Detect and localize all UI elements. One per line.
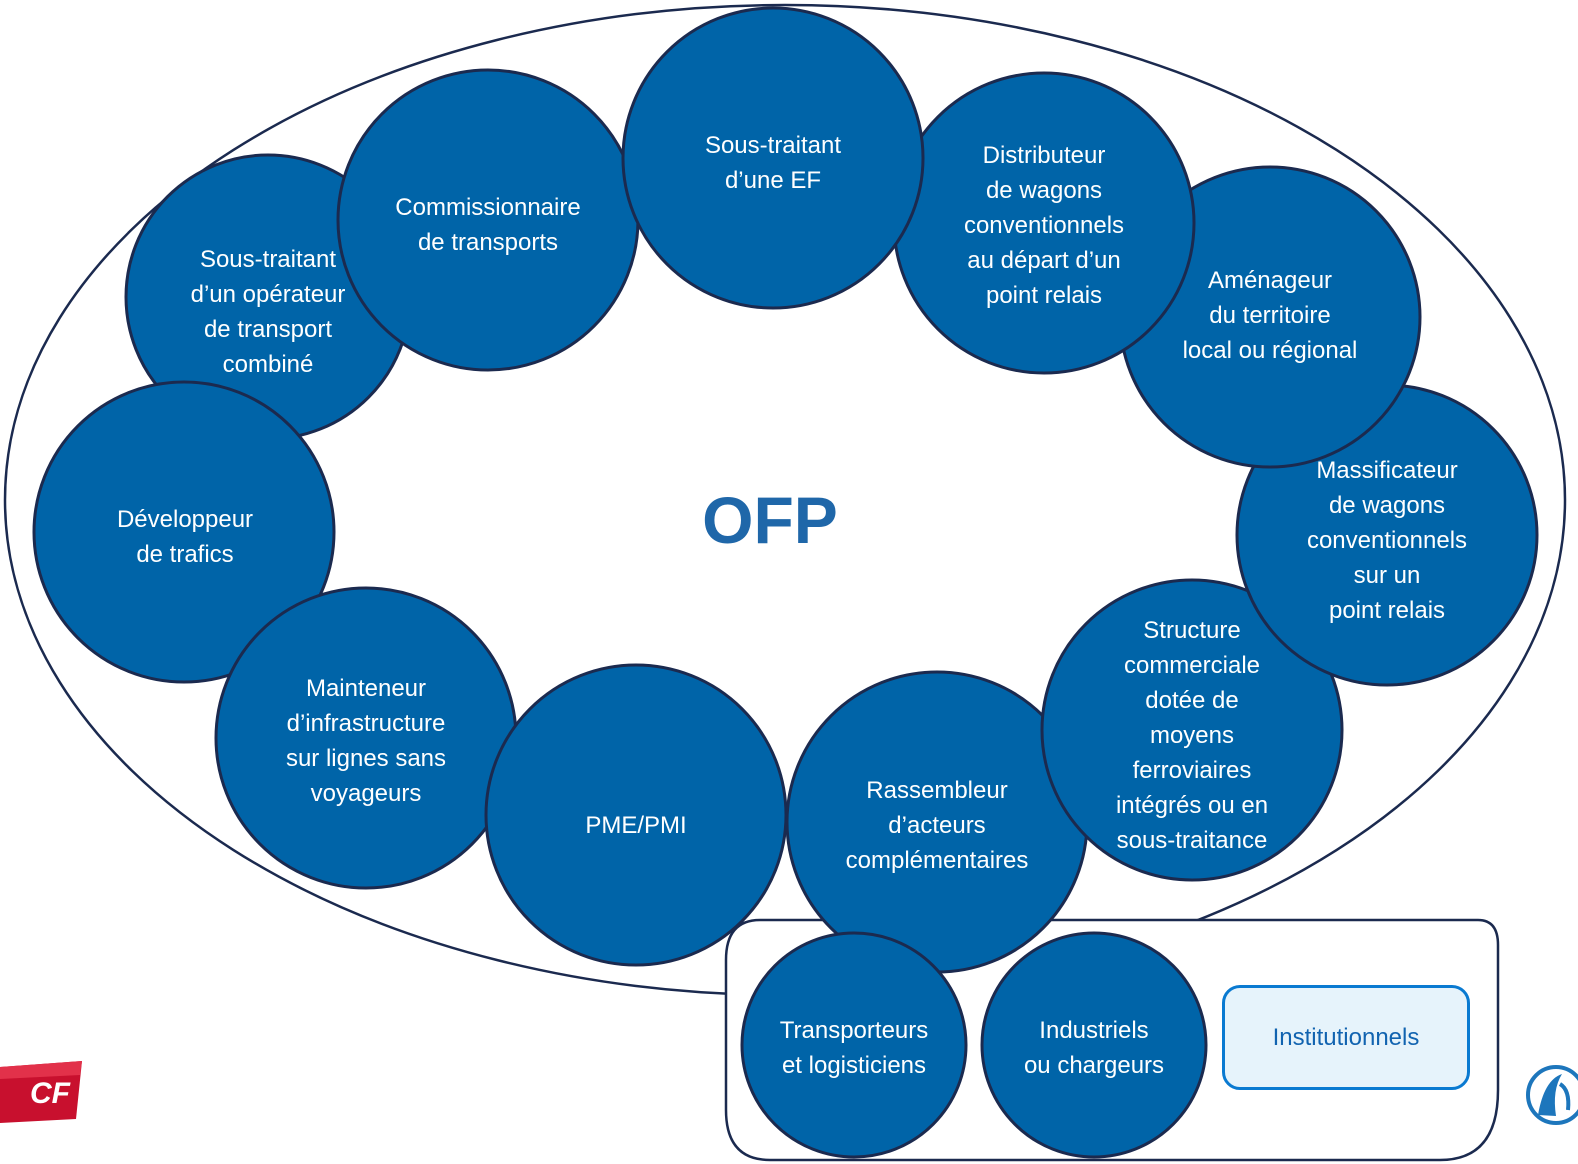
label-amenageur-territoire: Aménageur du territoire local ou régiona… <box>1182 266 1358 364</box>
label-sous-traitant-operateur: Sous-traitant d’un opérateur de transpor… <box>190 246 346 378</box>
svg-text:CF: CF <box>30 1077 71 1110</box>
label-commissionnaire-transports: Commissionnaire de transports <box>395 194 581 256</box>
label-distributeur-wagons: Distributeur de wagons conventionnels au… <box>963 141 1125 309</box>
circle-structure-commerciale <box>1040 578 1344 882</box>
label-mainteneur-infrastructure: Mainteneur d’infrastructure sur lignes s… <box>285 674 447 807</box>
sncf-logo: CF <box>0 1061 82 1123</box>
label-transporteurs: Transporteurs et logisticiens <box>779 1016 929 1079</box>
label-sous-traitant-ef: Sous-traitant d’une EF <box>704 131 842 194</box>
circle-industriels <box>980 931 1208 1159</box>
partner-logo <box>1526 1065 1578 1125</box>
circle-sous-traitant-ef <box>621 6 925 310</box>
label-institutionnels: Institutionnels <box>1272 1023 1420 1051</box>
circle-transporteurs <box>740 931 968 1159</box>
center-title: OFP <box>702 483 838 557</box>
circle-developpeur-trafics <box>32 380 336 684</box>
label-developpeur-trafics: Développeur de trafics <box>116 506 254 568</box>
label-massificateur-wagons: Massificateur de wagons conventionnels s… <box>1306 456 1468 624</box>
label-pme-pmi: PME/PMI <box>585 811 687 839</box>
label-industriels: Industriels ou chargeurs <box>1023 1016 1165 1079</box>
label-structure-commerciale: Structure commerciale dotée de moyens fe… <box>1115 616 1269 854</box>
institutionnels-box: Institutionnels <box>1222 985 1470 1090</box>
label-rassembleur-acteurs: Rassembleur d’acteurs complémentaires <box>845 776 1029 874</box>
